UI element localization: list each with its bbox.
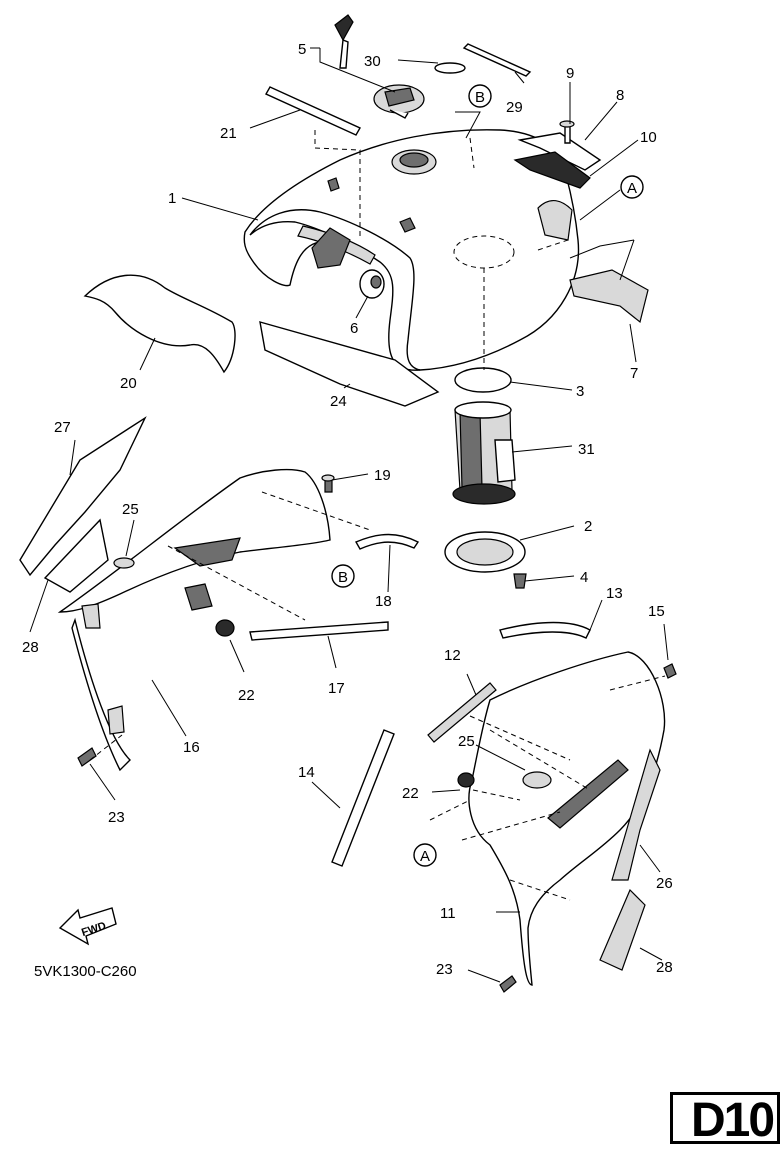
ref-a-top: A [620,175,644,199]
callout-10: 10 [640,129,657,146]
decal-left-lower [43,518,109,593]
assembly-lines [89,130,666,901]
grommet [359,269,385,299]
callout-13: 13 [606,585,623,602]
right-side-cover [468,651,666,986]
ref-b-top-label: B [475,89,485,106]
callout-30: 30 [364,53,381,70]
damper-strip [462,43,532,77]
callout-22-left: 22 [238,687,255,704]
seal-strip-13 [499,621,591,639]
ref-a-low: A [413,843,437,867]
seal-strip-long [249,621,389,641]
fwd-arrow-icon: FWD [58,907,117,946]
callout-25-left: 25 [122,501,139,518]
callout-22-right: 22 [402,785,419,802]
page-code-box: D10 [670,1092,780,1147]
gasket [454,367,512,393]
callout-20: 20 [120,375,137,392]
callout-23-right: 23 [436,961,453,978]
callout-9: 9 [566,65,574,82]
callout-18: 18 [375,593,392,610]
callout-labels: 1 2 3 4 5 6 7 8 9 10 11 12 13 14 15 16 1… [22,41,673,978]
fuel-cap [373,84,425,119]
callout-7: 7 [630,365,638,382]
seal [434,62,466,74]
callout-26: 26 [656,875,673,892]
callout-8: 8 [616,87,624,104]
heat-shield-sheet [259,321,440,407]
decal-right-upper [611,748,661,881]
bolt-left [77,747,97,767]
drawing-code: 5VK1300-C260 [34,963,137,980]
callout-5: 5 [298,41,306,58]
callout-29: 29 [506,99,523,116]
seal-strip-14 [331,729,395,867]
seal-strip-short [354,533,420,550]
left-side-cover [57,468,331,772]
tank-cover-front [83,274,236,374]
ignition-key [334,14,354,69]
leader-lines [29,47,669,983]
ref-a-low-label: A [420,848,430,865]
callout-1: 1 [168,190,176,207]
ref-b-mid-label: B [338,569,348,586]
callout-19: 19 [374,467,391,484]
fuel-pump [452,401,516,505]
ref-b-top: B [468,84,492,108]
bracket-assembly [513,120,602,241]
callout-6: 6 [350,320,358,337]
callout-25-right: 25 [458,733,475,750]
grommet-left [215,619,235,637]
screw-head [321,474,335,482]
bolt-right [499,975,517,993]
decal-right-lower [599,888,646,971]
callout-27: 27 [54,419,71,436]
callout-21: 21 [220,125,237,142]
exploded-parts-diagram: A B B A 1 2 3 4 5 6 7 8 9 10 11 12 13 14… [19,14,677,993]
screw-right [663,663,677,679]
callout-31: 31 [578,441,595,458]
pump-bolt [513,573,527,589]
callout-17: 17 [328,680,345,697]
callout-23-left: 23 [108,809,125,826]
tank-pad-strip [265,86,361,136]
rear-bracket [569,269,649,324]
damper-left [184,583,213,611]
callout-12: 12 [444,647,461,664]
ref-a-top-label: A [627,180,637,197]
callout-2: 2 [584,518,592,535]
callout-16: 16 [183,739,200,756]
callout-3: 3 [576,383,584,400]
callout-28-left: 28 [22,639,39,656]
page-code: D10 [691,1094,775,1147]
decal-left-upper [19,416,147,577]
callout-15: 15 [648,603,665,620]
callout-28-right: 28 [656,959,673,976]
ref-b-mid: B [331,564,355,588]
fuel-tank [243,129,580,371]
callout-14: 14 [298,764,315,781]
pump-ring-inner [456,538,514,566]
seal-strip-12 [427,682,497,743]
grommet-right [457,772,475,788]
callout-11: 11 [440,905,456,922]
callout-24: 24 [330,393,347,410]
callout-4: 4 [580,569,588,586]
